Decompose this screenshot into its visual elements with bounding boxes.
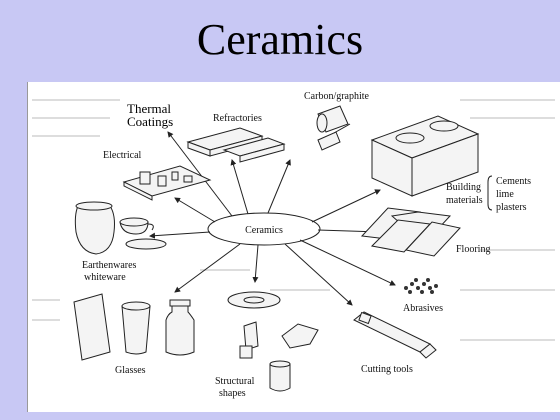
earthenware-pottery (74, 201, 167, 255)
cutting-tool (353, 311, 437, 359)
label-carbon: Carbon/graphite (304, 91, 370, 102)
label-building-line2: materials (446, 195, 483, 206)
label-thermal-line2: Coatings (127, 114, 173, 129)
electrical-circuit-board (122, 165, 212, 201)
abrasive-grains (404, 278, 438, 294)
center-node (207, 212, 321, 246)
cements-brace (487, 175, 493, 211)
connector-arrows (149, 131, 396, 306)
background-text-texture (32, 99, 555, 341)
flooring-tiles (360, 207, 461, 257)
label-abrasives: Abrasives (403, 303, 443, 314)
refractory-bricks (186, 127, 286, 163)
label-glasses: Glasses (115, 365, 146, 376)
label-refractories: Refractories (213, 113, 262, 124)
building-block (370, 115, 480, 197)
label-plasters: plasters (496, 202, 527, 213)
label-structural-line2: shapes (219, 388, 246, 399)
slide-title: Ceramics (196, 15, 364, 64)
center-label: Ceramics (245, 225, 283, 236)
label-electrical: Electrical (103, 150, 142, 161)
glassware (73, 293, 195, 361)
structural-parts (227, 291, 319, 392)
label-building-line1: Building (446, 182, 481, 193)
label-structural-line1: Structural (215, 376, 255, 387)
label-cements: Cements (496, 176, 531, 187)
graphite-cylinder (316, 105, 351, 151)
label-thermal-line1: Thermal (127, 101, 171, 116)
label-cutting-tools: Cutting tools (361, 364, 413, 375)
label-lime: lime (496, 189, 514, 200)
label-flooring: Flooring (456, 244, 490, 255)
label-earthenware-line2: whiteware (84, 272, 126, 283)
label-earthenware-line1: Earthenwares (82, 260, 137, 271)
